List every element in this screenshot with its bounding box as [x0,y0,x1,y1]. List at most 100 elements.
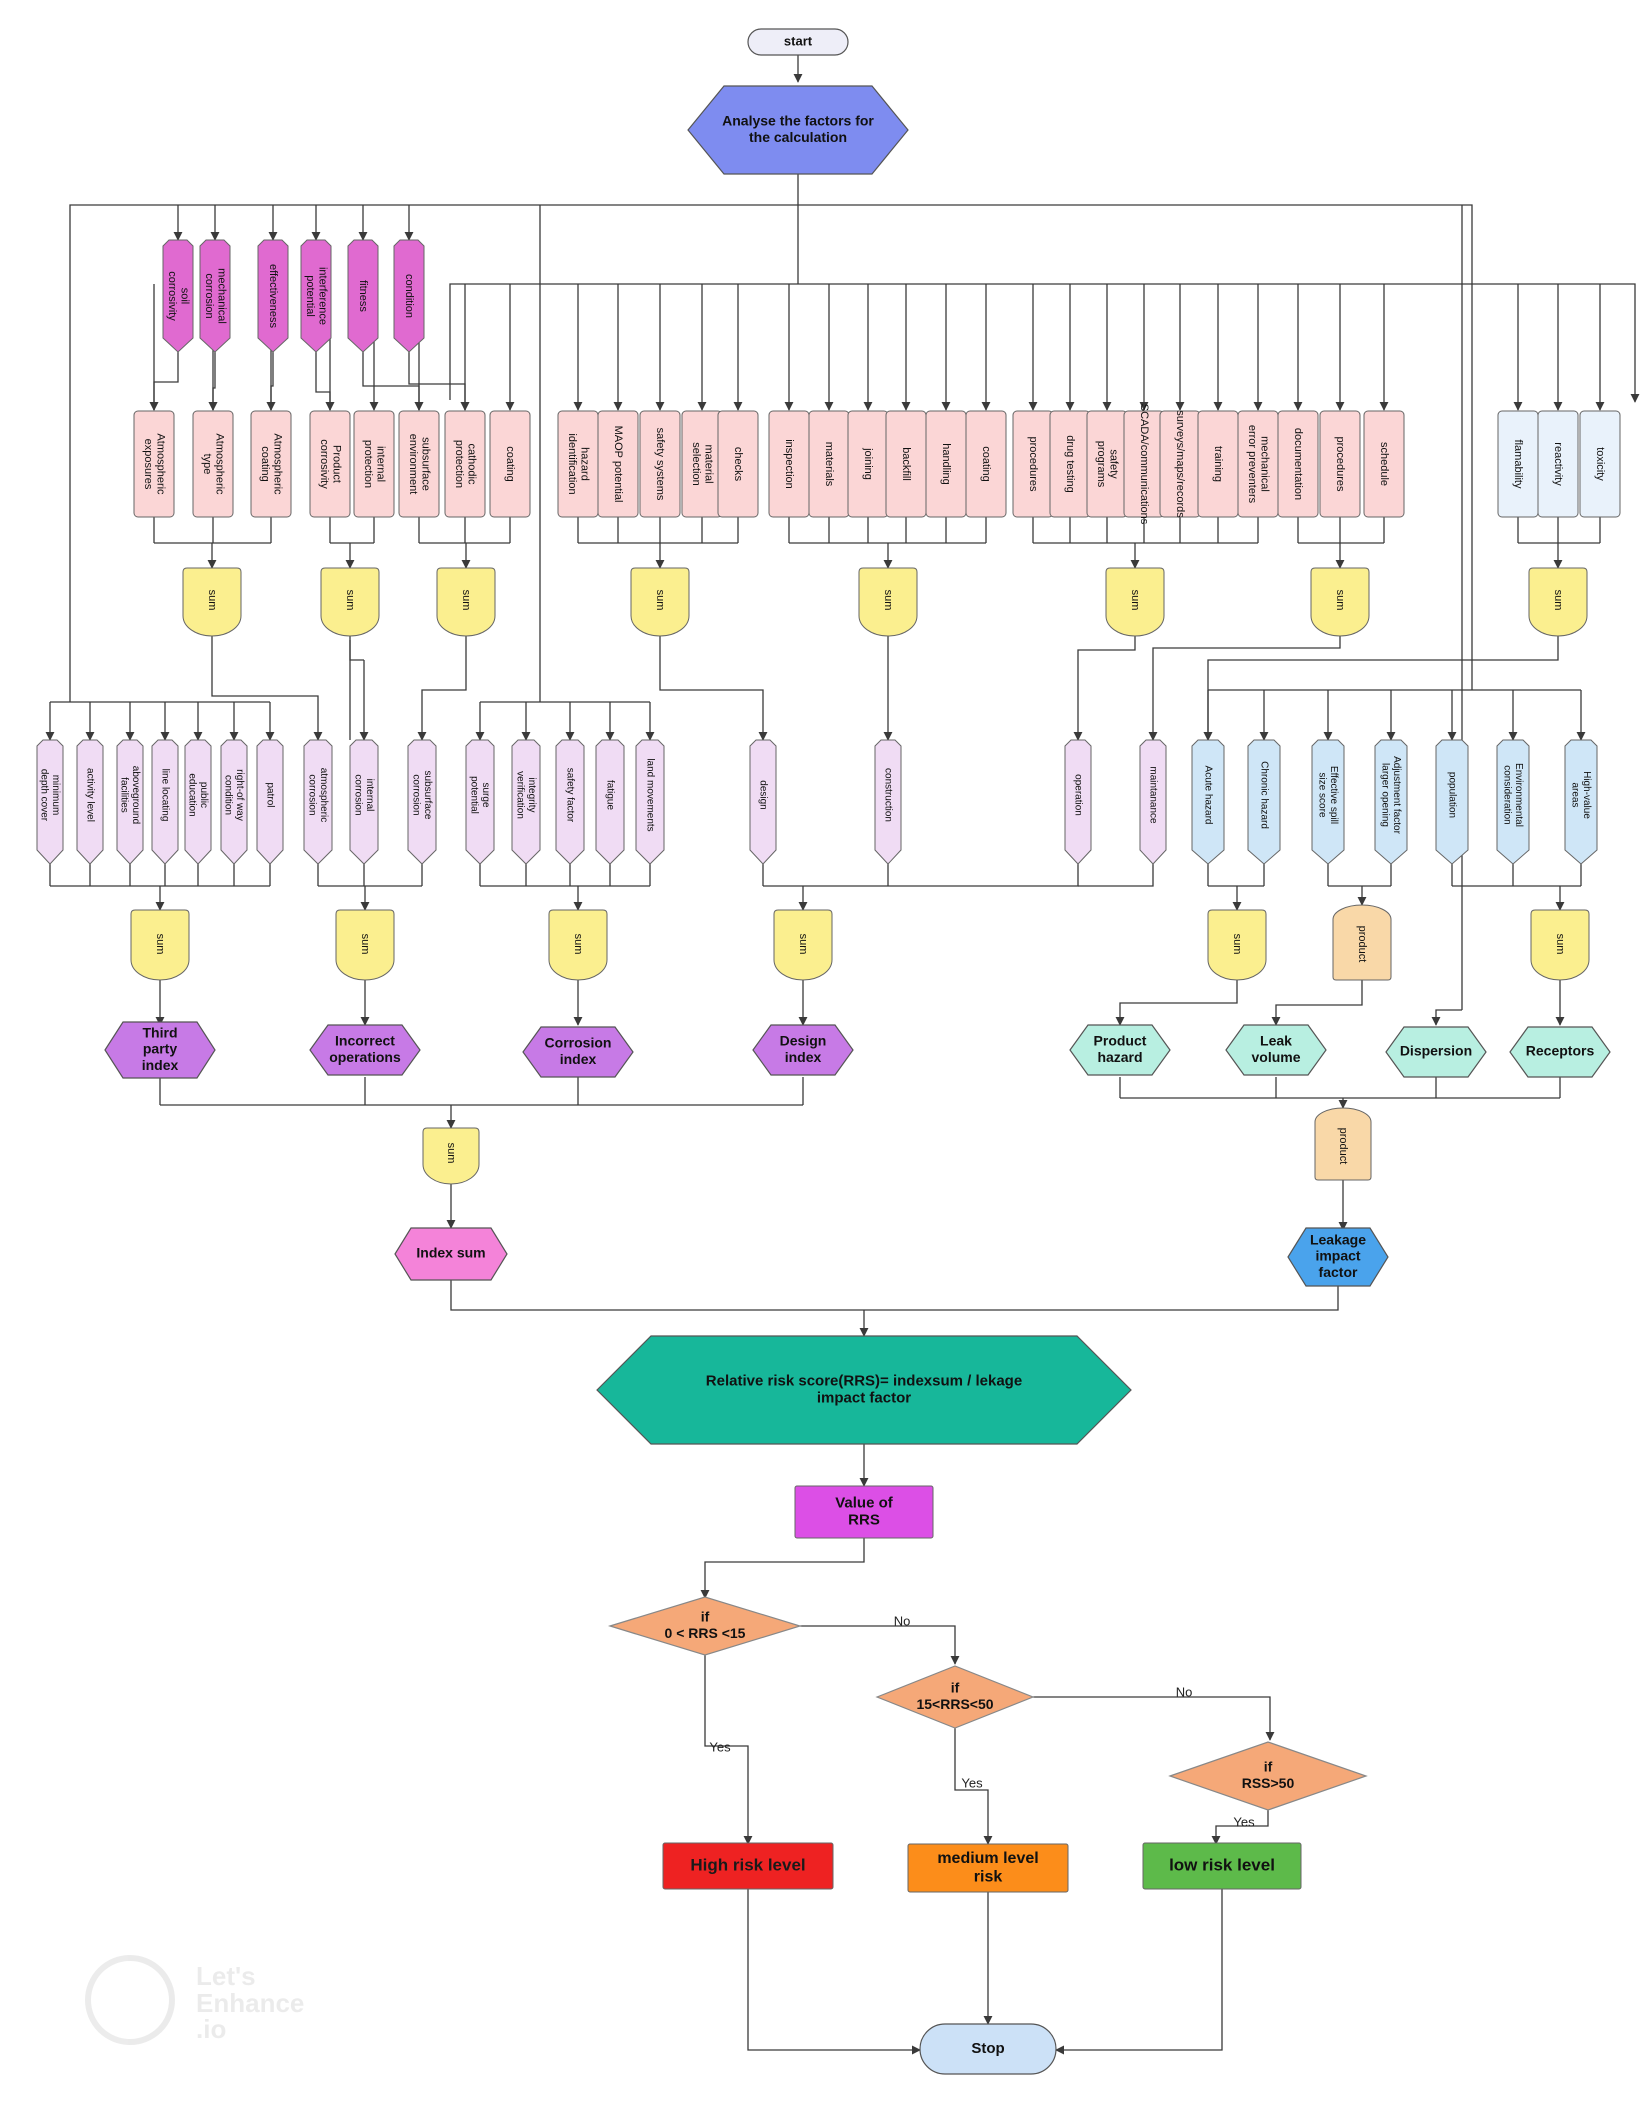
text-line: mechanical [215,268,227,324]
materials-label: materials [823,442,835,487]
text-line: Environmental [1513,763,1524,827]
connector [69,204,798,690]
text-line: inspection [783,439,795,489]
chronic-hazard-label: Chronic hazard [1258,761,1269,829]
text-line: sum [359,934,371,955]
connector [266,352,276,411]
text-line: corrosivity [318,439,330,489]
integrity-verification-factor [511,739,541,865]
connector [362,352,424,411]
sum-label: sum [206,590,218,611]
text-line: Effective spill [1328,766,1339,824]
acute-hazard-label: Acute hazard [1202,766,1213,825]
text-line: sum [154,934,166,955]
text-line: size score [1317,772,1328,817]
text-line: surveys/maps/records [1174,410,1186,518]
dispersion-label: Dispersion [1400,1043,1472,1059]
text-line: fitness [357,280,369,312]
text-line: Acute hazard [1202,766,1213,825]
fitness-label: fitness [357,280,369,312]
product-corrosivity-factor [309,410,351,518]
stop-label: Stop [971,2040,1004,2057]
sum-node-incorrect-ops [335,909,395,981]
watermark-line-2: Enhance [196,1988,304,2018]
coating-factor [965,410,1007,518]
text-line: exposures [142,439,154,490]
maintanance-factor [1139,739,1167,865]
atmospheric-coating-factor [250,410,292,518]
text-line: Corrosion [545,1035,612,1051]
sum-node-row1-1 [182,567,242,637]
connector [800,1625,960,1665]
sum-label: sum [1554,934,1566,955]
minimum-depth-cover-factor [36,739,64,865]
sum-label: sum [1552,590,1564,611]
text-line: condition [403,274,415,318]
text-line: aboveground [130,766,141,824]
surveys-maps-records-label: surveys/maps/records [1174,410,1186,518]
rrs-formula-label: Relative risk score(RRS)= indexsum / lek… [706,1372,1022,1406]
yes-label-2: Yes [961,1775,983,1790]
text-line: sum [445,1143,457,1164]
coating-label: coating [504,446,516,481]
receptors-label: Receptors [1526,1043,1595,1059]
text-line: Leakage [1310,1232,1366,1248]
text-line: volume [1251,1049,1300,1065]
text-line: right-of way [234,769,245,821]
text-line: checks [732,447,744,482]
scada-communications-label: SCADA/communications [1138,404,1150,525]
text-line: atmospheric [318,768,329,822]
maintanance-label: maintanance [1147,766,1158,824]
text-line: selection [690,442,702,485]
text-line: sum [572,934,584,955]
decision-3 [1168,1741,1368,1811]
text-line: documentation [1292,428,1304,500]
decision-2 [875,1665,1035,1729]
text-line: Adjustment factor [1391,756,1402,834]
product-hazard-node [1069,1024,1171,1076]
sum-label: sum [1334,590,1346,611]
schedule-factor [1363,410,1405,518]
text-line: RSS>50 [1242,1775,1295,1791]
text-line: activity level [84,768,95,822]
product-node-leak-impact [1314,1107,1372,1181]
text-line: sum [1334,590,1346,611]
text-line: subsurface [419,437,431,491]
design-label: design [757,780,768,809]
sum-node-index [422,1127,480,1185]
text-line: protection [362,440,374,488]
sum-node-receptors [1530,909,1590,981]
sum-label: sum [154,934,166,955]
atmospheric-exposures-factor [133,410,175,518]
sum-node-row1-7 [1310,567,1370,637]
condition-input [393,239,425,353]
leakage-impact-factor-node [1287,1227,1389,1287]
connector [1431,1009,1462,1026]
watermark-logo: Let's Enhance .io [85,1955,304,2045]
right-of-way-condition-factor [220,739,248,865]
text-line: identification [566,433,578,494]
text-line: drug testing [1064,435,1076,492]
public-education-factor [184,739,212,865]
sum-label: sum [1231,934,1243,955]
connector [1078,864,1154,887]
line-locating-label: line locating [159,769,170,822]
connector [450,1280,864,1311]
text-line: public [198,782,209,808]
sum-label: sum [572,934,584,955]
activity-level-label: activity level [84,768,95,822]
text-line: backfill [900,447,912,481]
soil-corrosivity-input [162,239,194,353]
acute-hazard-factor [1191,739,1225,865]
text-line: Atmospheric [271,433,283,495]
